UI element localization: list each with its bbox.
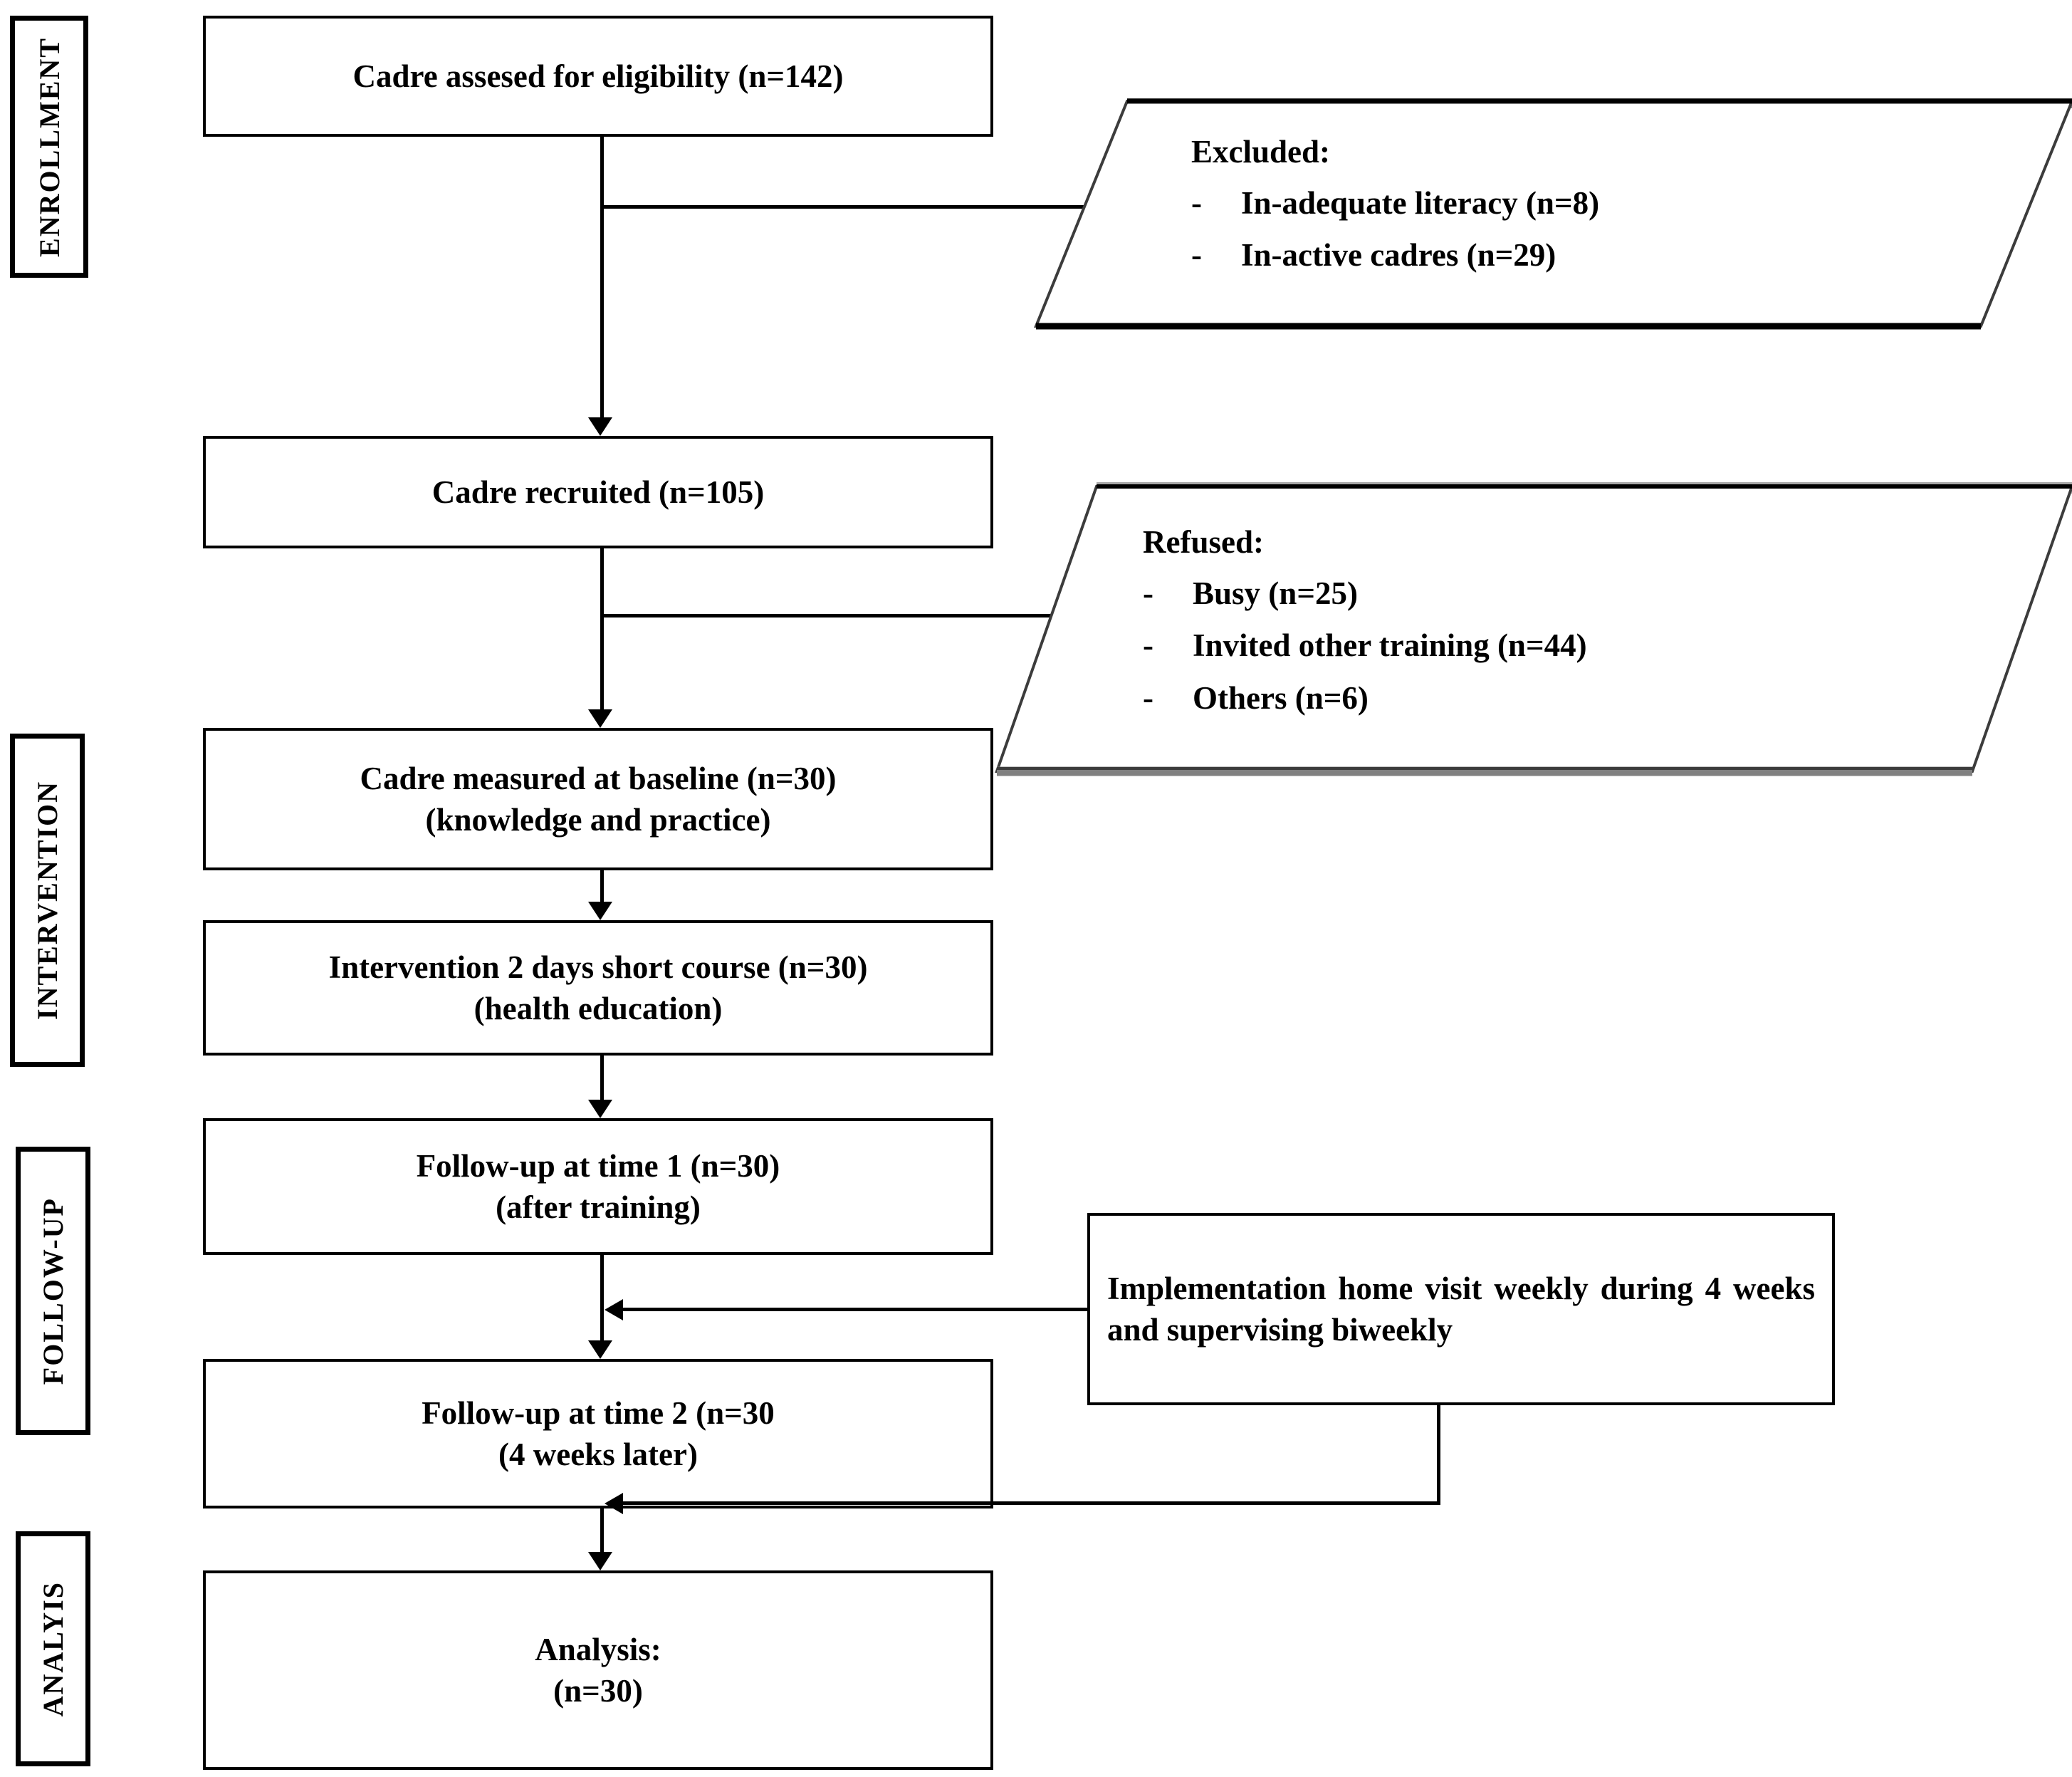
connector-recruited-to-refused [602, 614, 1106, 617]
refused-item: - Others (n=6) [1143, 678, 1587, 719]
bullet-dash-icon: - [1143, 575, 1153, 611]
bullet-dash-icon: - [1143, 679, 1153, 716]
bullet-dash-icon: - [1191, 184, 1202, 221]
node-baseline-line1: Cadre measured at baseline (n=30) [360, 760, 837, 796]
excluded-heading: Excluded: [1191, 134, 1331, 170]
node-followup2-line2: (4 weeks later) [498, 1437, 698, 1472]
arrowhead-implementation-upper [605, 1299, 623, 1320]
refused-content: Refused: - Busy (n=25) - Invited other t… [1143, 522, 1587, 730]
arrowhead-intervention [588, 902, 612, 920]
node-eligibility-line1: Cadre assesed for eligibility (n=142) [352, 58, 844, 94]
refused-heading: Refused: [1143, 524, 1264, 560]
node-followup1: Follow-up at time 1 (n=30) (after traini… [203, 1118, 993, 1255]
arrowhead-analysis [588, 1552, 612, 1570]
node-recruited-line1: Cadre recruited (n=105) [431, 474, 765, 510]
node-implementation: Implementation home visit weekly during … [1087, 1213, 1835, 1405]
stage-label-analyis: ANALYIS [16, 1531, 90, 1766]
node-followup1-line2: (after training) [496, 1189, 701, 1225]
refused-item-text: Busy (n=25) [1193, 575, 1358, 611]
node-followup2-line1: Follow-up at time 2 (n=30 [422, 1395, 775, 1431]
node-followup1-line1: Follow-up at time 1 (n=30) [416, 1147, 780, 1184]
node-baseline-line2: (knowledge and practice) [425, 802, 771, 838]
node-analysis-line2: (n=30) [553, 1673, 643, 1709]
node-recruited: Cadre recruited (n=105) [203, 436, 993, 548]
connector-baseline-to-intervention [600, 870, 604, 902]
bullet-dash-icon: - [1143, 627, 1153, 664]
arrowhead-recruited [588, 417, 612, 436]
stage-label-followup-text: FOLLOW-UP [37, 1197, 69, 1385]
refused-item: - Busy (n=25) [1143, 573, 1587, 615]
refused-item: - Invited other training (n=44) [1143, 625, 1587, 667]
connector-eligibility-to-recruited [600, 137, 604, 417]
node-followup2: Follow-up at time 2 (n=30 (4 weeks later… [203, 1359, 993, 1508]
stage-label-intervention-text: INTERVENTION [31, 781, 63, 1020]
stage-label-enrollment: ENROLLMENT [10, 16, 88, 278]
bullet-dash-icon: - [1191, 237, 1202, 273]
stage-label-intervention: INTERVENTION [10, 734, 85, 1067]
node-intervention: Intervention 2 days short course (n=30) … [203, 920, 993, 1056]
excluded-parallelogram-shape [1034, 98, 2072, 330]
node-baseline: Cadre measured at baseline (n=30) (knowl… [203, 728, 993, 870]
excluded-content: Excluded: - In-adequate literacy (n=8) -… [1191, 132, 1599, 288]
arrowhead-baseline [588, 709, 612, 728]
sidenote-refused: Refused: - Busy (n=25) - Invited other t… [995, 467, 2072, 780]
node-implementation-text: Implementation home visit weekly during … [1107, 1270, 1815, 1348]
stage-label-enrollment-text: ENROLLMENT [33, 36, 66, 257]
connector-implementation-to-analysis [623, 1501, 1440, 1505]
excluded-item: - In-active cadres (n=29) [1191, 235, 1599, 276]
stage-label-analyis-text: ANALYIS [37, 1580, 69, 1717]
arrowhead-implementation-lower [605, 1493, 623, 1514]
excluded-list: - In-adequate literacy (n=8) - In-active… [1191, 183, 1599, 276]
arrowhead-followup1 [588, 1100, 612, 1118]
arrowhead-followup2 [588, 1340, 612, 1359]
connector-followup2-to-analysis [600, 1508, 604, 1552]
connector-eligibility-to-excluded [602, 205, 1176, 209]
connector-implementation-to-followup2 [623, 1308, 1087, 1311]
node-intervention-line2: (health education) [473, 991, 723, 1026]
node-analysis-line1: Analysis: [535, 1631, 661, 1667]
excluded-item-text: In-adequate literacy (n=8) [1241, 184, 1600, 221]
refused-item-text: Invited other training (n=44) [1193, 627, 1587, 664]
excluded-item: - In-adequate literacy (n=8) [1191, 183, 1599, 224]
node-analysis: Analysis: (n=30) [203, 1570, 993, 1770]
refused-item-text: Others (n=6) [1193, 679, 1369, 716]
node-intervention-line1: Intervention 2 days short course (n=30) [328, 949, 868, 985]
stage-label-followup: FOLLOW-UP [16, 1147, 90, 1435]
refused-parallelogram-shape [995, 482, 2072, 776]
connector-followup1-to-followup2 [600, 1255, 604, 1340]
connector-intervention-to-followup1 [600, 1056, 604, 1100]
excluded-item-text: In-active cadres (n=29) [1241, 237, 1556, 273]
node-eligibility: Cadre assesed for eligibility (n=142) [203, 16, 993, 137]
connector-recruited-to-baseline [600, 548, 604, 709]
sidenote-excluded: Excluded: - In-adequate literacy (n=8) -… [1034, 93, 2072, 335]
connector-implementation-drop [1437, 1405, 1440, 1505]
refused-list: - Busy (n=25) - Invited other training (… [1143, 573, 1587, 719]
